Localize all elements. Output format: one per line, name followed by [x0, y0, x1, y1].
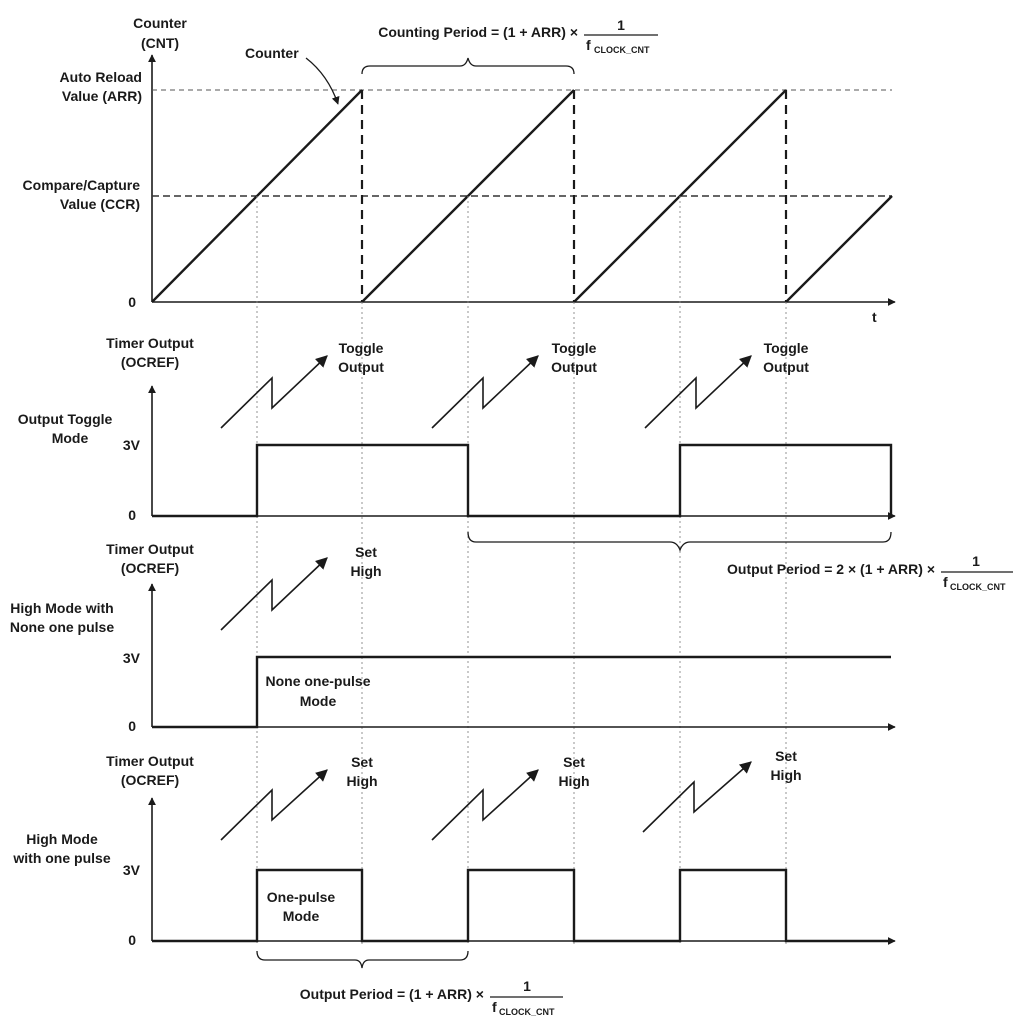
toggle-waveform: [152, 443, 893, 518]
none-pulse-inner-label-line1: None one-pulse: [265, 673, 370, 689]
arr-label-line2: Value (ARR): [62, 88, 142, 104]
toggle-event-3-line2: Output: [763, 359, 809, 375]
none-pulse-inner-label-line2: Mode: [300, 693, 337, 709]
toggle-level-3v: 3V: [123, 437, 141, 453]
counter-ramp-4: [785, 195, 893, 303]
toggle-event-1-line1: Toggle: [339, 340, 384, 356]
toggle-event-2-line1: Toggle: [552, 340, 597, 356]
toggle-event-2: Toggle Output: [431, 340, 597, 429]
toggle-output-period-prefix: Output Period = 2 × (1 + ARR) ×: [727, 561, 935, 577]
one-pulse-event-2-line2: High: [558, 773, 589, 789]
one-pulse-inner-label-line1: One-pulse: [267, 889, 336, 905]
none-pulse-event-1-line2: High: [350, 563, 381, 579]
counter-panel: Counter (CNT) t Auto Reload Value (ARR) …: [23, 15, 896, 325]
ccr-label-line1: Compare/Capture: [23, 177, 141, 193]
counter-axis-title-line2: (CNT): [141, 35, 179, 51]
toggle-level-0: 0: [128, 507, 136, 523]
toggle-output-period-numerator: 1: [972, 553, 980, 569]
counting-period-numerator: 1: [617, 17, 625, 33]
lightning-arrow-icon: [642, 761, 752, 833]
none-pulse-waveform: [152, 655, 891, 729]
one-pulse-event-3: Set High: [642, 748, 802, 833]
toggle-event-3-line1: Toggle: [764, 340, 809, 356]
toggle-mode-label-line2: Mode: [52, 430, 89, 446]
output-period-brace: [467, 531, 892, 552]
one-pulse-output-period-formula: Output Period = (1 + ARR) × 1 f CLOCK_CN…: [300, 978, 563, 1017]
one-pulse-event-1-line2: High: [346, 773, 377, 789]
none-pulse-event-1-line1: Set: [355, 544, 377, 560]
none-one-pulse-panel: Timer Output (OCREF) High Mode with None…: [10, 541, 896, 734]
one-pulse-waveform: [152, 868, 891, 943]
arr-label-line1: Auto Reload: [60, 69, 142, 85]
toggle-axis-title-line2: (OCREF): [121, 354, 179, 370]
toggle-output-period-f: f: [943, 574, 948, 590]
toggle-mode-label-line1: Output Toggle: [18, 411, 113, 427]
one-pulse-mode-label-line1: High Mode: [26, 831, 98, 847]
one-pulse-axis-title-line1: Timer Output: [106, 753, 194, 769]
none-pulse-axis-title-line1: Timer Output: [106, 541, 194, 557]
timing-guides: [256, 196, 787, 945]
toggle-output-period-subscript: CLOCK_CNT: [950, 582, 1006, 592]
counter-callout-arrow: [305, 57, 340, 105]
one-pulse-event-1-line1: Set: [351, 754, 373, 770]
one-pulse-output-period-f: f: [492, 999, 497, 1015]
counter-time-label: t: [872, 309, 877, 325]
counting-period-formula: Counting Period = (1 + ARR) × 1 f CLOCK_…: [378, 17, 658, 55]
counter-zero-label: 0: [128, 294, 136, 310]
counting-period-subscript: CLOCK_CNT: [594, 45, 650, 55]
one-pulse-inner-label-line2: Mode: [283, 908, 320, 924]
one-pulse-event-3-line1: Set: [775, 748, 797, 764]
lightning-arrow-icon: [220, 769, 328, 841]
one-pulse-event-3-line2: High: [770, 767, 801, 783]
none-pulse-mode-label-line2: None one pulse: [10, 619, 114, 635]
lightning-arrow-icon: [220, 557, 328, 631]
toggle-event-1: Toggle Output: [220, 340, 384, 429]
toggle-axis-title-line1: Timer Output: [106, 335, 194, 351]
toggle-event-2-line2: Output: [551, 359, 597, 375]
one-pulse-level-0: 0: [128, 932, 136, 948]
one-pulse-event-1: Set High: [220, 754, 378, 841]
lightning-arrow-icon: [431, 355, 539, 429]
counting-period-prefix: Counting Period = (1 + ARR) ×: [378, 24, 578, 40]
ccr-label-line2: Value (CCR): [60, 196, 140, 212]
none-pulse-mode-label-line1: High Mode with: [10, 600, 113, 616]
toggle-event-1-line2: Output: [338, 359, 384, 375]
one-pulse-output-period-numerator: 1: [523, 978, 531, 994]
one-pulse-period-brace: [256, 950, 469, 969]
toggle-panel: Timer Output (OCREF) Output Toggle Mode …: [18, 335, 1013, 592]
one-pulse-event-2-line1: Set: [563, 754, 585, 770]
one-pulse-output-period-subscript: CLOCK_CNT: [499, 1007, 555, 1017]
lightning-arrow-icon: [220, 355, 328, 429]
toggle-event-3: Toggle Output: [644, 340, 809, 429]
one-pulse-event-2: Set High: [431, 754, 590, 841]
counter-axis-title-line1: Counter: [133, 15, 187, 31]
toggle-output-period-formula: Output Period = 2 × (1 + ARR) × 1 f CLOC…: [727, 553, 1013, 592]
one-pulse-output-period-prefix: Output Period = (1 + ARR) ×: [300, 986, 484, 1002]
one-pulse-mode-label-line2: with one pulse: [12, 850, 110, 866]
counter-callout-label: Counter: [245, 45, 299, 61]
one-pulse-level-3v: 3V: [123, 862, 141, 878]
none-pulse-event-1: Set High: [220, 544, 382, 631]
none-pulse-level-0: 0: [128, 718, 136, 734]
none-pulse-level-3v: 3V: [123, 650, 141, 666]
counting-period-brace: [361, 57, 575, 75]
counting-period-f: f: [586, 37, 591, 53]
one-pulse-axis-title-line2: (OCREF): [121, 772, 179, 788]
lightning-arrow-icon: [644, 355, 752, 429]
one-pulse-panel: Timer Output (OCREF) High Mode with one …: [12, 748, 896, 1017]
none-pulse-axis-title-line2: (OCREF): [121, 560, 179, 576]
lightning-arrow-icon: [431, 769, 539, 841]
